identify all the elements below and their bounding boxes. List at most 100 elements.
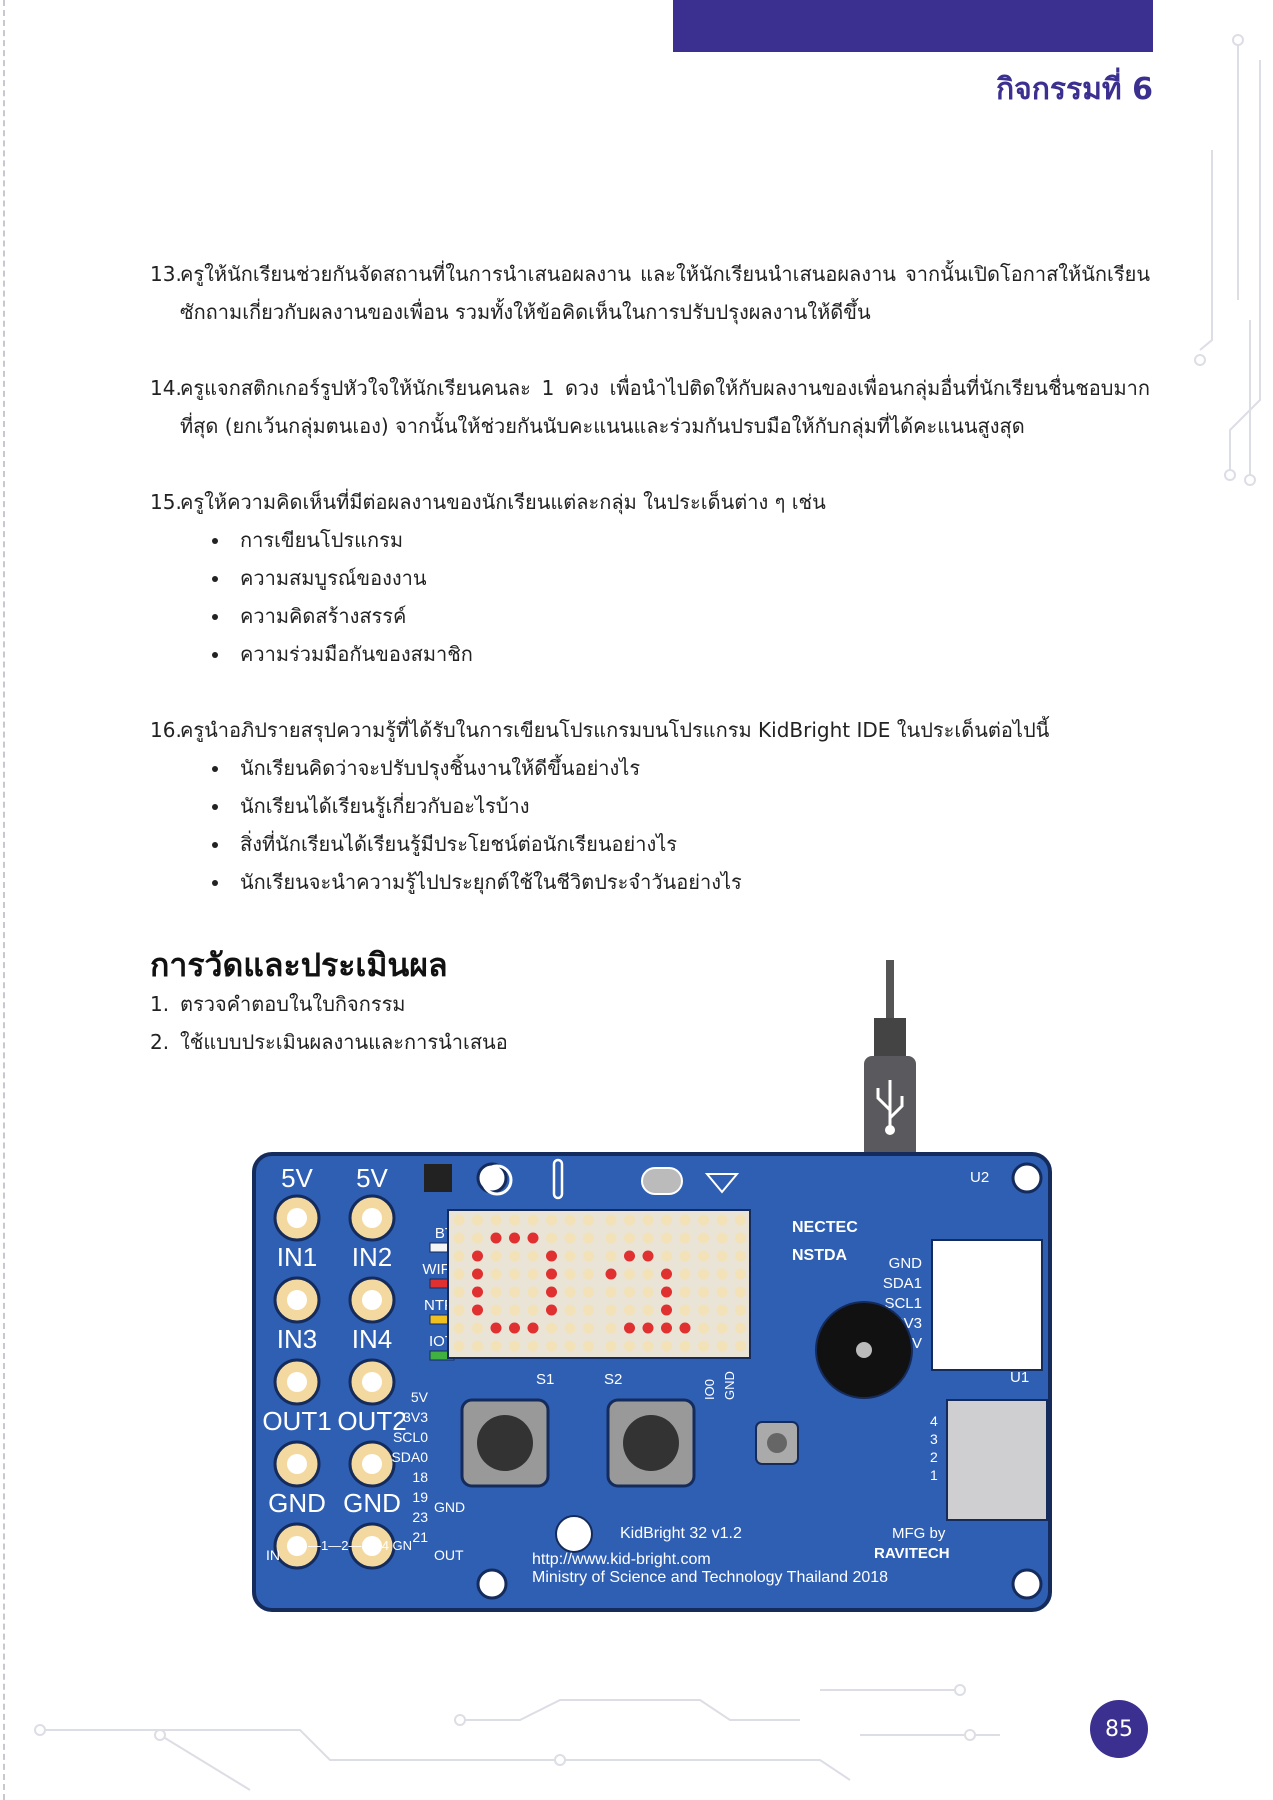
matrix-led — [453, 1322, 465, 1334]
matrix-led — [624, 1304, 635, 1316]
pin-label: IN2 — [352, 1242, 392, 1272]
matrix-led — [624, 1250, 635, 1262]
pin-label: IN1 — [277, 1242, 317, 1272]
matrix-led — [490, 1268, 502, 1280]
matrix-led — [679, 1232, 691, 1244]
activity-title: กิจกรรมที่ 6 — [995, 72, 1153, 107]
port-number: 2 — [930, 1449, 938, 1465]
nstda-logo: NSTDA — [792, 1247, 848, 1264]
step-number: 13. — [150, 262, 182, 286]
matrix-led — [642, 1304, 654, 1316]
page-edge-dashed-line — [3, 0, 5, 1800]
matrix-led — [679, 1268, 691, 1280]
connector-label: SDA0 — [391, 1449, 428, 1465]
matrix-led — [564, 1250, 576, 1262]
kidbright-board-svg: 5V 5V IN1 IN2 IN3 IN4 OUT1 OUT2 GND GND … — [252, 960, 1052, 1612]
led-matrix-frame — [447, 1209, 751, 1359]
in-label: IN — [266, 1547, 280, 1563]
port-number: 3 — [930, 1431, 938, 1447]
matrix-led — [472, 1250, 483, 1262]
connector-label: 21 — [412, 1529, 428, 1545]
matrix-led — [679, 1250, 691, 1262]
matrix-led — [624, 1232, 635, 1244]
matrix-led — [679, 1340, 691, 1352]
port-number: 4 — [930, 1413, 938, 1429]
sensor-icon — [481, 1164, 513, 1196]
maker-label: RAVITECH — [874, 1545, 950, 1562]
matrix-led — [679, 1304, 691, 1316]
matrix-led — [527, 1250, 539, 1262]
pin-label: GND — [343, 1488, 401, 1518]
matrix-led — [546, 1304, 557, 1316]
matrix-led — [661, 1340, 672, 1352]
matrix-led — [642, 1322, 654, 1334]
connector-label: SDA1 — [883, 1275, 922, 1292]
bullet-list: นักเรียนคิดว่าจะปรับปรุงชิ้นงานให้ดีขึ้น… — [180, 749, 1150, 901]
step-13: 13. ครูให้นักเรียนช่วยกันจัดสถานที่ในการ… — [150, 255, 1150, 331]
step-14: 14. ครูแจกสติกเกอร์รูปหัวใจให้นักเรียนคน… — [150, 369, 1150, 445]
matrix-led — [716, 1232, 728, 1244]
matrix-led — [624, 1214, 635, 1226]
matrix-led — [583, 1232, 594, 1244]
connector-label: 3V3 — [403, 1409, 428, 1425]
io-label: IO0 — [702, 1379, 717, 1400]
step-text: ครูแจกสติกเกอร์รูปหัวใจให้นักเรียนคนละ 1… — [180, 376, 1150, 438]
matrix-led — [527, 1214, 539, 1226]
matrix-led — [490, 1304, 502, 1316]
connector-label: SCL1 — [884, 1295, 922, 1312]
matrix-led — [453, 1340, 465, 1352]
matrix-led — [527, 1232, 539, 1244]
connector-label: 5V — [411, 1389, 429, 1405]
pin-pads — [273, 1194, 396, 1570]
matrix-led — [546, 1268, 557, 1280]
matrix-led — [564, 1340, 576, 1352]
nectec-logo: NECTEC — [792, 1219, 858, 1236]
matrix-led — [527, 1322, 539, 1334]
matrix-led — [698, 1232, 709, 1244]
bullet-item: นักเรียนจะนำความรู้ไปประยุกต์ใช้ในชีวิตป… — [180, 863, 1150, 901]
matrix-led — [661, 1268, 672, 1280]
matrix-led — [490, 1214, 502, 1226]
matrix-led — [605, 1286, 617, 1298]
matrix-led — [490, 1322, 502, 1334]
step-text: ครูนำอภิปรายสรุปความรู้ที่ได้รับในการเขี… — [180, 718, 1050, 742]
matrix-led — [698, 1250, 709, 1262]
matrix-led — [661, 1250, 672, 1262]
status-label: NTP — [424, 1297, 454, 1314]
matrix-led — [735, 1214, 746, 1226]
bullet-text: ความสมบูรณ์ของงาน — [240, 566, 427, 590]
bullet-text: การเขียนโปรแกรม — [240, 528, 404, 552]
evaluation-item: 2. ใช้แบบประเมินผลงานและการนำเสนอ — [150, 1023, 508, 1061]
pin-label: 5V — [356, 1163, 388, 1193]
header-bar — [673, 0, 1153, 52]
usb-port — [946, 1399, 1048, 1521]
matrix-led — [679, 1286, 691, 1298]
matrix-led — [716, 1214, 728, 1226]
bullet-item: นักเรียนได้เรียนรู้เกี่ยวกับอะไรบ้าง — [180, 787, 1150, 825]
matrix-led — [735, 1268, 746, 1280]
step-15: 15. ครูให้ความคิดเห็นที่มีต่อผลงานของนัก… — [150, 483, 1150, 673]
usb-icon — [876, 1080, 904, 1128]
pin-label: IN4 — [352, 1324, 392, 1354]
button-s2 — [606, 1398, 696, 1488]
matrix-led — [546, 1250, 557, 1262]
matrix-led — [490, 1232, 502, 1244]
matrix-led — [472, 1286, 483, 1298]
matrix-led — [583, 1214, 594, 1226]
matrix-led — [564, 1232, 576, 1244]
led-matrix — [453, 1214, 746, 1352]
matrix-led — [509, 1340, 520, 1352]
matrix-led — [546, 1214, 557, 1226]
connector-label: 18 — [412, 1469, 428, 1485]
gnd-label: GND — [434, 1499, 465, 1515]
pin-label: OUT2 — [337, 1406, 406, 1436]
evaluation-item: 1. ตรวจคำตอบในใบกิจกรรม — [150, 985, 508, 1023]
matrix-led — [453, 1304, 465, 1316]
matrix-led — [472, 1232, 483, 1244]
matrix-led — [509, 1214, 520, 1226]
bullet-text: ความคิดสร้างสรรค์ — [240, 604, 407, 628]
status-label: WIFI — [422, 1261, 454, 1278]
connector-label: 19 — [412, 1489, 428, 1505]
matrix-led — [583, 1268, 594, 1280]
matrix-led — [453, 1286, 465, 1298]
